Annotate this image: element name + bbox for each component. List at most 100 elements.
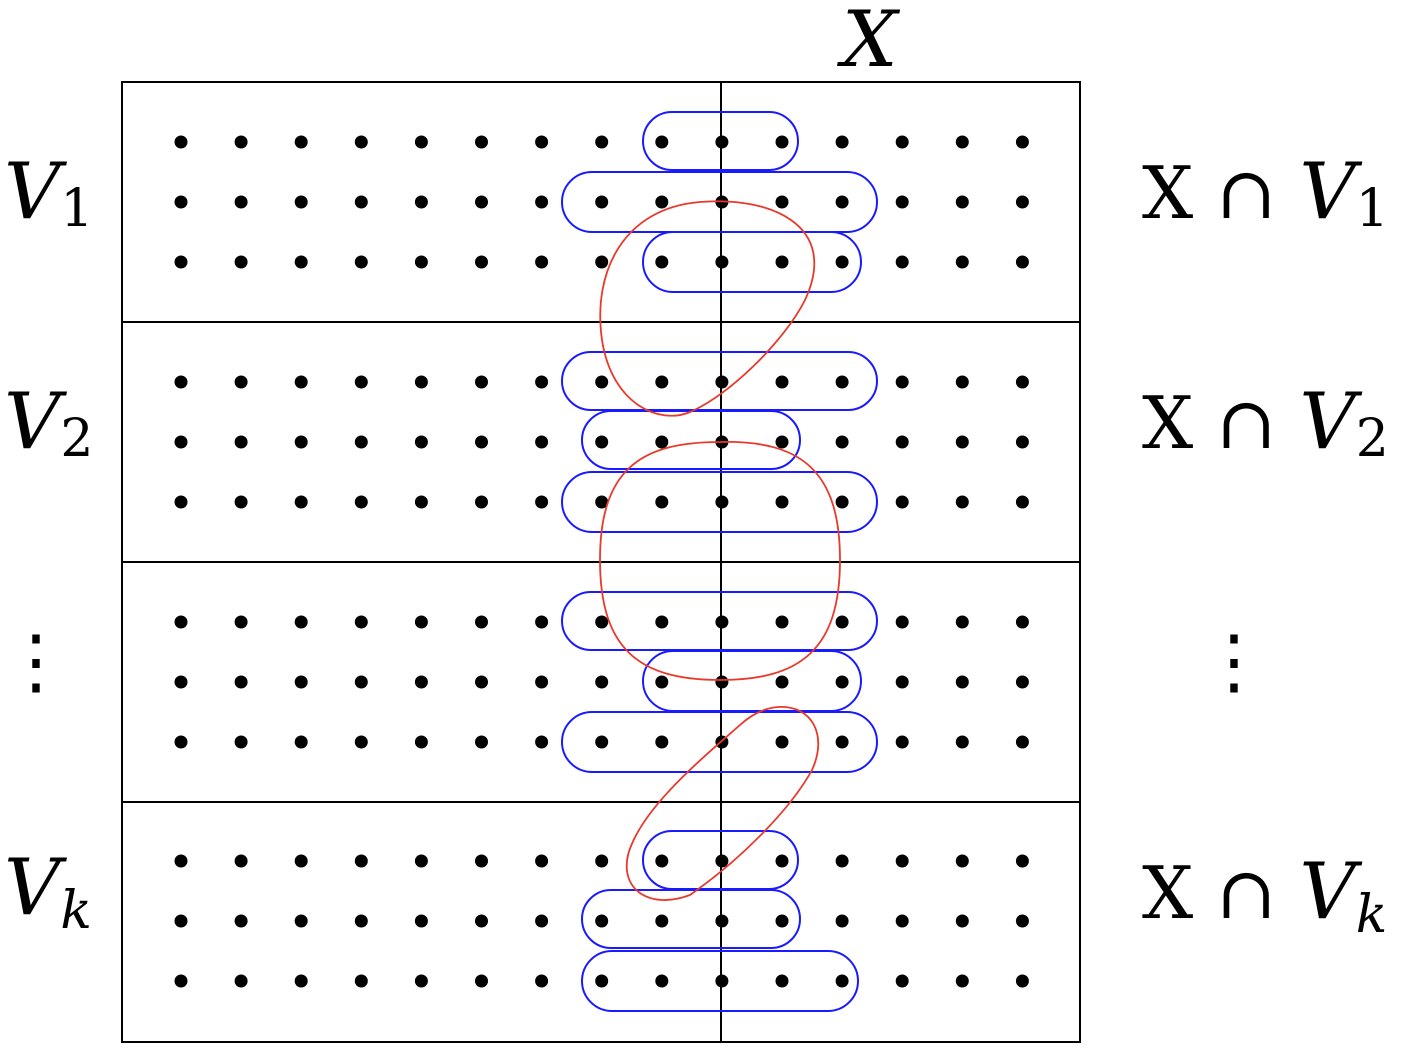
vertex-dot: [234, 495, 248, 509]
vertex-dot: [535, 435, 549, 449]
blue-loop: [642, 650, 862, 712]
x-label: X: [836, 0, 901, 85]
vertex-dot: [475, 375, 488, 389]
vertex-dot: [294, 195, 308, 209]
vertex-dot: [895, 735, 909, 749]
vertex-dot: [1015, 675, 1029, 689]
right-label-vk: X ∩ Vk: [1142, 847, 1387, 945]
vertex-dot: [174, 854, 188, 868]
vertex-dot: [715, 375, 729, 389]
vertex-dot: [595, 195, 609, 209]
vertex-dot: [1015, 375, 1029, 389]
vertex-dot: [595, 375, 609, 389]
vertex-dot: [595, 435, 609, 449]
vertex-dot: [174, 735, 188, 749]
vertex-dot: [174, 375, 188, 389]
vertex-dot: [775, 135, 789, 149]
vertex-dot: [775, 495, 789, 509]
vertex-dot: [414, 914, 428, 928]
vertex-dot: [475, 675, 488, 689]
vertex-dot: [595, 914, 609, 928]
vertex-dot: [775, 854, 789, 868]
vertex-dot: [354, 615, 368, 629]
vertex-dot: [715, 854, 729, 868]
vertex-dot: [475, 854, 488, 868]
vertex-dot: [535, 495, 549, 509]
vertex-dot: [655, 615, 669, 629]
vertex-dot: [354, 735, 368, 749]
vertex-dot: [535, 854, 549, 868]
vertex-dot: [475, 974, 488, 988]
vertex-dot: [835, 735, 849, 749]
vertex-dot: [414, 854, 428, 868]
vertex-dot: [835, 914, 849, 928]
vertex-dot: [354, 495, 368, 509]
vertex-dot: [715, 615, 729, 629]
vertex-dot: [835, 135, 849, 149]
vertex-dot: [535, 974, 549, 988]
vertex-dot: [535, 615, 549, 629]
vertex-dot: [775, 195, 789, 209]
vertex-dot: [174, 615, 188, 629]
vertex-dot: [234, 675, 248, 689]
right-label-base: V: [1299, 377, 1362, 467]
vertex-dot: [655, 854, 669, 868]
right-label-sub: 1: [1356, 179, 1389, 239]
vertex-dot: [895, 375, 909, 389]
vertex-dot: [655, 255, 669, 269]
vertex-dot: [715, 495, 729, 509]
vertex-dot: [535, 735, 549, 749]
blue-loop: [642, 231, 862, 293]
vertex-dot: [775, 615, 789, 629]
left-label-v1: V1: [4, 147, 93, 239]
vertex-dot: [475, 914, 488, 928]
vertex-dot: [475, 435, 488, 449]
vertex-dot: [294, 914, 308, 928]
vertex-dot: [234, 854, 248, 868]
vertex-dot: [895, 854, 909, 868]
vertex-dot: [294, 255, 308, 269]
vertex-dot: [655, 675, 669, 689]
vertex-dot: [294, 735, 308, 749]
vertex-dot: [234, 375, 248, 389]
vertex-dot: [414, 255, 428, 269]
vertex-dot: [414, 375, 428, 389]
vertex-dot: [595, 974, 609, 988]
vertex-dot: [655, 435, 669, 449]
vertex-dot: [955, 495, 969, 509]
vertex-dot: [1015, 974, 1029, 988]
vertex-dot: [174, 135, 188, 149]
left-label-base: V: [4, 377, 67, 467]
vertex-dot: [775, 255, 789, 269]
vertex-dot: [955, 974, 969, 988]
vertex-dot: [1015, 615, 1029, 629]
right-ellipsis: ⋮: [1198, 619, 1270, 703]
left-label-sub: 1: [60, 179, 93, 239]
vertex-dot: [835, 675, 849, 689]
vertex-dot: [835, 255, 849, 269]
left-label-base: V: [4, 147, 67, 237]
right-label-prefix: X ∩: [1142, 851, 1299, 935]
vertex-dot: [414, 435, 428, 449]
vertex-dot: [955, 735, 969, 749]
vertex-dot: [414, 735, 428, 749]
vertex-dot: [475, 135, 488, 149]
vertex-dot: [775, 735, 789, 749]
blue-loop: [581, 950, 859, 1012]
vertex-dot: [535, 255, 549, 269]
vertex-dot: [354, 255, 368, 269]
vertex-dot: [234, 435, 248, 449]
vertex-dot: [955, 914, 969, 928]
vertex-dot: [595, 135, 609, 149]
vertex-dot: [294, 974, 308, 988]
vertex-dot: [715, 914, 729, 928]
vertex-dot: [1015, 135, 1029, 149]
vertex-dot: [535, 914, 549, 928]
vertex-dot: [1015, 854, 1029, 868]
blue-loop: [581, 889, 801, 949]
vertex-dot: [895, 195, 909, 209]
left-label-sub: 2: [60, 409, 93, 469]
vertex-dot: [234, 615, 248, 629]
vertex-dot: [354, 195, 368, 209]
